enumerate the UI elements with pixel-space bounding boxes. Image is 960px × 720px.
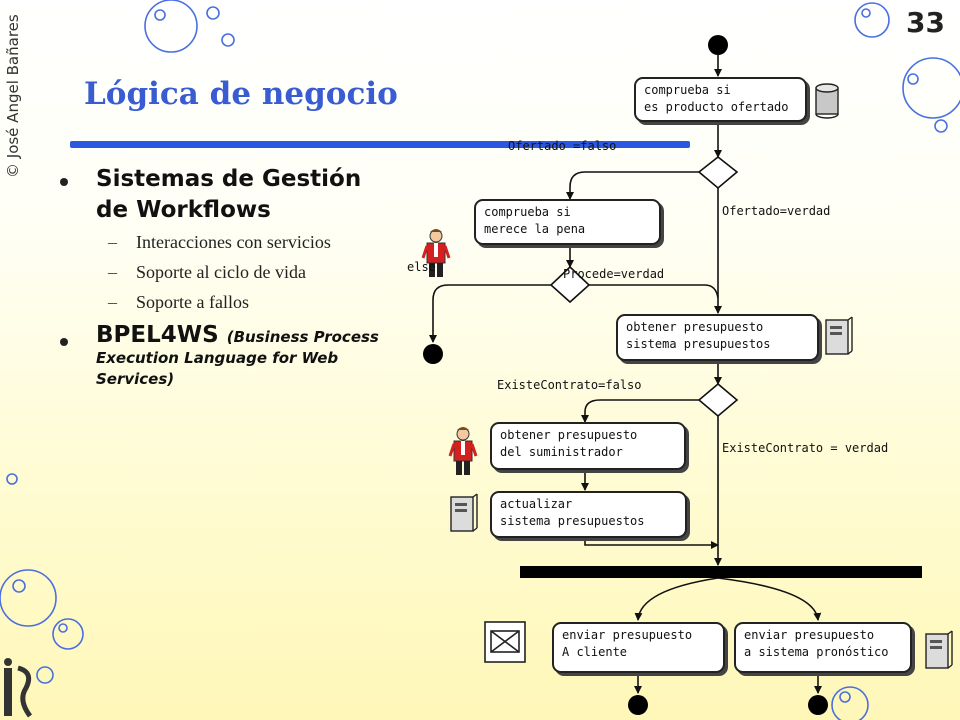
decision-contract <box>697 382 739 418</box>
bullet-workflow: Sistemas de Gestión de Workflows <box>96 164 361 226</box>
server-icon <box>925 630 953 669</box>
end-node <box>423 344 443 364</box>
fork-bar <box>520 566 922 578</box>
activity-check-worth: comprueba si merece la pena <box>474 199 661 245</box>
guard-offered-true: Ofertado=verdad <box>722 204 831 218</box>
activity-send-client: enviar presupuesto A cliente <box>552 622 725 673</box>
guard-contract-true: ExisteContrato = verdad <box>722 441 889 455</box>
guard-proceeds-true: Procede=verdad <box>563 267 665 281</box>
sub-item-dash: – <box>108 292 117 312</box>
sub-item-interactions: Interacciones con servicios <box>136 232 331 252</box>
activity-update-system: actualizar sistema presupuestos <box>490 491 687 538</box>
guard-contract-false: ExisteContrato=falso <box>497 378 642 392</box>
server-icon <box>825 316 853 355</box>
database-icon <box>815 83 839 119</box>
decision-proceeds <box>549 265 591 304</box>
guard-else: else <box>407 260 436 274</box>
logo-icon <box>4 658 33 718</box>
start-node <box>708 35 728 55</box>
decision-offered <box>697 155 739 190</box>
end-node <box>628 695 648 715</box>
title-underline <box>70 141 690 148</box>
bullet-bpel: BPEL4WS (Business Process Execution Lang… <box>96 324 396 389</box>
person-icon <box>448 427 478 475</box>
bpel-note-line2: Execution Language for Web <box>96 349 339 367</box>
bullet-workflow-line2: de Workflows <box>96 197 271 223</box>
sub-item-dash: – <box>108 262 117 282</box>
server-icon <box>450 493 478 532</box>
activity-send-forecast: enviar presupuesto a sistema pronóstico <box>734 622 912 673</box>
bpel-note-line1: (Business Process <box>226 328 379 346</box>
bullet-marker <box>60 338 68 346</box>
bullet-workflow-line1: Sistemas de Gestión <box>96 166 362 192</box>
person-icon <box>421 229 451 277</box>
sub-item-lifecycle: Soporte al ciclo de vida <box>136 262 306 282</box>
activity-check-offer: comprueba si es producto ofertado <box>634 77 807 122</box>
slide-title: Lógica de negocio <box>84 76 398 112</box>
activity-budget-supplier: obtener presupuesto del suministrador <box>490 422 686 470</box>
bpel-heading: BPEL4WS <box>96 322 219 348</box>
bpel-note-line3: Services) <box>96 370 175 388</box>
guard-offered-false: Ofertado =falso <box>508 139 617 153</box>
end-node <box>808 695 828 715</box>
mail-icon <box>484 621 526 663</box>
sub-item-failures: Soporte a fallos <box>136 292 249 312</box>
page-number: 33 <box>906 6 945 39</box>
activity-budget-system: obtener presupuesto sistema presupuestos <box>616 314 819 361</box>
sub-item-dash: – <box>108 232 117 252</box>
bullet-marker <box>60 178 68 186</box>
